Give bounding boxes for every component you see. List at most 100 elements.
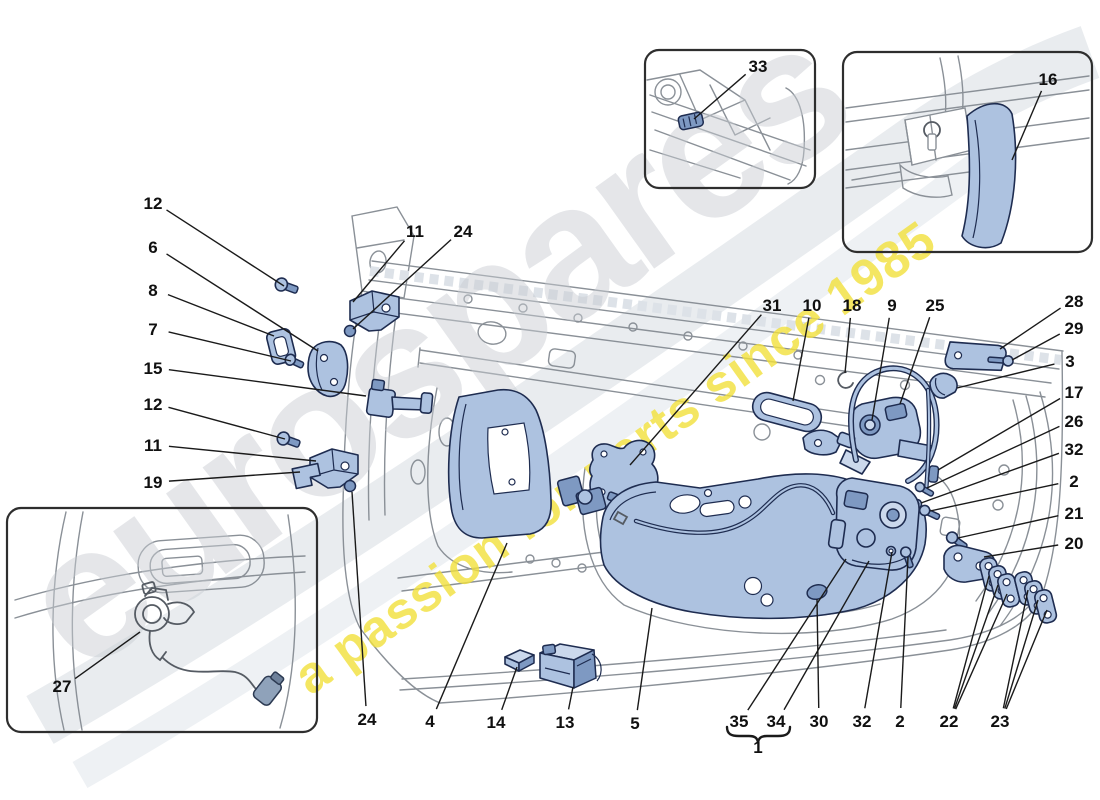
callout-leader-22-37	[952, 575, 990, 709]
callout-label-8-2: 8	[148, 281, 157, 300]
callout-label-5-31: 5	[630, 714, 639, 733]
part-handle-bezel-10	[751, 391, 823, 433]
callout-label-22-37: 22	[940, 712, 959, 731]
part-pad-14	[504, 649, 535, 672]
callout-leader-35-32	[747, 558, 847, 711]
callout-label-11-8: 11	[406, 222, 424, 241]
callout-leader-12-5	[168, 406, 286, 440]
callout-leader-9-16	[871, 317, 890, 421]
callout-leader-23-38	[1002, 589, 1029, 709]
callout-label-21-25: 21	[1065, 504, 1084, 523]
callout-leader-5-31	[636, 607, 653, 711]
part-door-lock-34-35	[827, 477, 920, 571]
inset-exterior-lock-box	[5, 506, 319, 734]
callout-leader-3-20	[956, 363, 1055, 389]
callout-leader-6-1	[166, 253, 319, 352]
callout-label-28-18: 28	[1065, 292, 1084, 311]
callout-leader-11-6	[168, 445, 317, 462]
callout-label-30-34: 30	[810, 712, 829, 731]
part-exterior-lock-27	[134, 581, 285, 706]
callout-label-10-14: 10	[803, 296, 822, 315]
callout-label-13-30: 13	[556, 713, 575, 732]
callout-label-4-28: 4	[425, 712, 435, 731]
callout-leader-23-38	[1004, 599, 1039, 709]
part-shims-22	[979, 556, 1021, 608]
part-plate-19	[291, 462, 321, 490]
callout-leader-2-24	[929, 482, 1059, 512]
callout-leader-2-36	[900, 556, 909, 709]
callout-label-16-11: 16	[1039, 70, 1058, 89]
inset-upper-frame-art	[646, 69, 811, 185]
callout-label-33-10: 33	[749, 57, 768, 76]
callout-label-31-13: 31	[763, 296, 782, 315]
callout-leader-23-38	[1005, 609, 1048, 710]
part-cable-loop-25	[848, 365, 940, 495]
callout-leader-18-15	[844, 317, 852, 374]
callout-leader-16-11	[1011, 90, 1043, 161]
part-cable-end-17	[927, 465, 940, 483]
part-bracket-6	[307, 340, 349, 398]
callout-leader-7-3	[168, 331, 292, 362]
callout-leader-4-28	[435, 542, 508, 710]
callout-label-24-9: 24	[454, 222, 473, 241]
callout-leader-26-22	[926, 425, 1060, 489]
callout-leader-24-9	[352, 239, 452, 330]
callout-leader-31-13	[629, 314, 762, 466]
callout-leader-32-23	[920, 452, 1060, 504]
callout-leader-17-21	[937, 397, 1061, 471]
callout-label-27-12: 27	[53, 677, 72, 696]
callout-leader-22-37	[955, 593, 1008, 710]
part-cover-16	[961, 102, 1017, 249]
part-nut-32-lower	[885, 545, 897, 557]
part-latch-13	[539, 643, 602, 689]
callout-label-1-39: 1	[753, 738, 762, 757]
callout-leader-32-35	[864, 551, 893, 709]
callout-leader-24-27	[351, 491, 367, 707]
part-screw-29	[987, 355, 1014, 367]
part-handle-lever	[802, 429, 843, 456]
group-1-brace	[725, 725, 792, 743]
callout-label-24-27: 24	[358, 710, 377, 729]
part-clip-3	[929, 372, 958, 399]
callout-leader-33-10	[693, 73, 747, 120]
callout-label-11-6: 11	[144, 436, 162, 455]
part-screw-12-upper	[274, 277, 299, 294]
inset-rail-cover-box	[841, 50, 1094, 254]
part-grommet-24-upper	[343, 324, 357, 338]
callout-leader-10-14	[792, 317, 810, 402]
callout-label-25-17: 25	[926, 296, 945, 315]
callout-label-35-32: 35	[730, 712, 749, 731]
callout-label-6-1: 6	[148, 238, 157, 257]
callout-label-23-38: 23	[991, 712, 1010, 731]
callout-leader-29-19	[1011, 333, 1061, 361]
callout-leader-11-8	[352, 240, 406, 303]
callout-leader-25-17	[899, 317, 931, 405]
callout-label-12-0: 12	[144, 194, 163, 213]
callout-leader-21-25	[957, 515, 1059, 539]
callout-leader-12-0	[166, 209, 285, 287]
part-bowden-cable	[612, 483, 836, 535]
inset-exterior-lock-art	[14, 511, 306, 731]
callout-label-2-36: 2	[895, 712, 904, 731]
callout-label-32-35: 32	[853, 712, 872, 731]
part-bolt-2-upper	[918, 504, 941, 521]
callout-leader-22-37	[953, 584, 999, 710]
callout-leader-20-26	[983, 544, 1059, 558]
part-screw-7	[284, 353, 305, 369]
callout-leader-34-33	[783, 560, 870, 711]
callout-leader-13-30	[567, 686, 574, 710]
callout-leader-8-2	[167, 293, 275, 337]
part-bolt-2-lower	[899, 546, 914, 569]
part-shims-23	[1014, 570, 1058, 624]
callout-label-20-26: 20	[1065, 534, 1084, 553]
part-screw-21	[945, 531, 968, 550]
callout-label-7-3: 7	[148, 320, 157, 339]
callout-label-15-4: 15	[144, 359, 163, 378]
part-grommet-24-lower	[343, 479, 357, 493]
part-door-check-15	[365, 378, 434, 418]
callout-label-34-33: 34	[767, 712, 786, 731]
callout-label-3-20: 3	[1065, 352, 1074, 371]
